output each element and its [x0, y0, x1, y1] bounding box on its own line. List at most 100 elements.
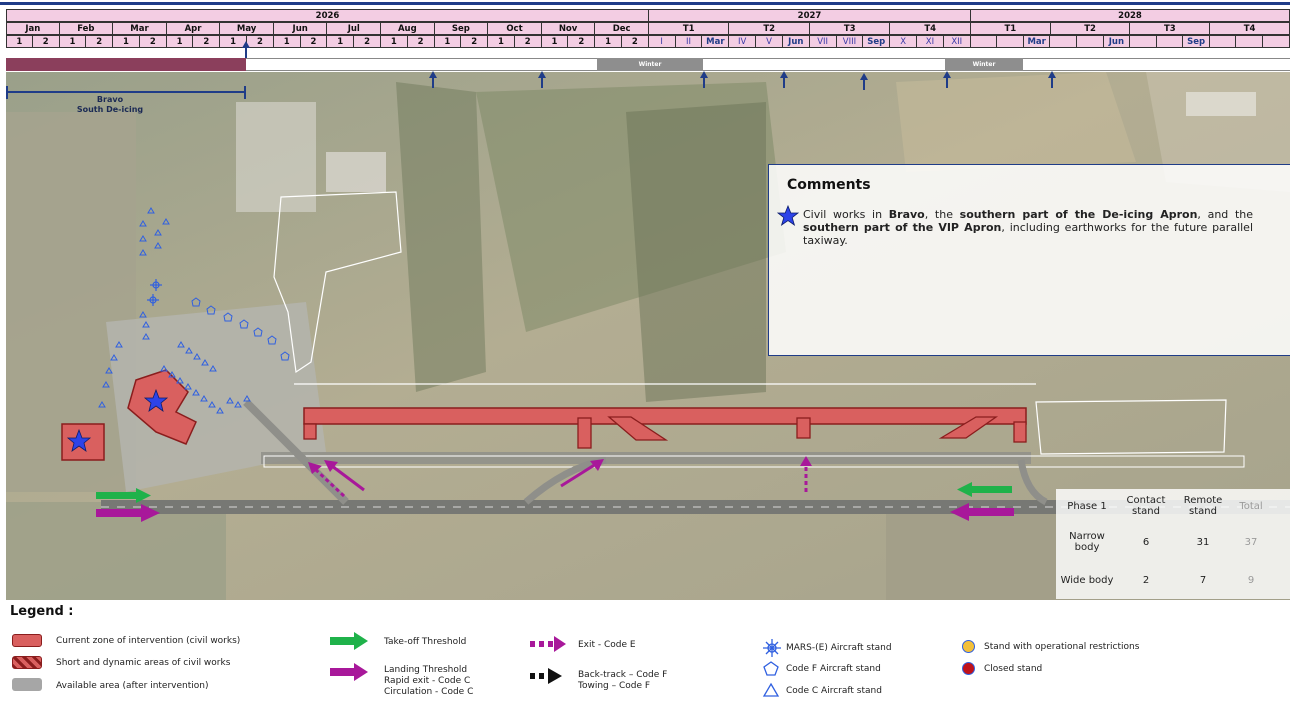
legend-title: Legend : — [10, 604, 74, 619]
table-cell-total: 37 — [1244, 536, 1258, 548]
month-2026-jun: Jun — [273, 22, 328, 35]
half-2: 2 — [32, 35, 60, 48]
top-rule — [0, 2, 1290, 5]
quarter-2027-t4: T4 — [890, 22, 971, 35]
milestone-arrows — [242, 41, 1056, 90]
half-1: 1 — [220, 35, 248, 48]
legend-mars: MARS-(E) Aircraft stand — [786, 643, 892, 653]
quarter-2028-t1: T1 — [970, 22, 1051, 35]
month-2027-i: I — [648, 35, 676, 48]
restricted-stand-icon — [962, 640, 975, 653]
table-cell-contact: 2 — [1142, 574, 1150, 586]
month-2027-x: X — [890, 35, 918, 48]
civil-works-stub — [1013, 421, 1027, 443]
legend-short-dynamic: Short and dynamic areas of civil works — [56, 658, 231, 668]
half-1: 1 — [6, 35, 33, 48]
month-2028-slot — [1130, 35, 1157, 48]
legend-code-f: Code F Aircraft stand — [786, 664, 881, 674]
month-2026-jul: Jul — [327, 22, 382, 35]
legend-landing: Landing Threshold Rapid exit - Code C Ci… — [384, 665, 473, 698]
half-1: 1 — [595, 35, 622, 48]
takeoff-arrow-east — [957, 482, 1012, 497]
month-2027-sep: Sep — [863, 35, 891, 48]
comments-text-bold: Bravo — [888, 208, 925, 221]
legend-takeoff: Take-off Threshold — [384, 637, 467, 647]
half-2: 2 — [514, 35, 542, 48]
civil-works-parallel-taxiway — [303, 407, 1027, 425]
quarter-2027-t2: T2 — [729, 22, 810, 35]
table-header-contact: Contact stand — [1126, 495, 1166, 517]
legend-swatch-available — [12, 678, 42, 691]
half-1: 1 — [380, 35, 408, 48]
winter-bar-2026: Winter — [597, 58, 703, 71]
month-2027-iv: IV — [729, 35, 757, 48]
month-2026-dec: Dec — [595, 22, 649, 35]
quarter-2028-t3: T3 — [1130, 22, 1211, 35]
legend-backtrack-line1: Back-track – Code F — [578, 670, 668, 680]
month-2028-slot — [1263, 35, 1290, 48]
year-2027: 2027 — [649, 9, 971, 22]
closed-stand-icon — [962, 662, 975, 675]
legend-backtrack-arrow-icon — [530, 668, 562, 684]
table-cell-remote: 31 — [1196, 536, 1210, 548]
connector-taxiway — [243, 399, 349, 505]
half-1: 1 — [434, 35, 462, 48]
star-icon — [66, 428, 92, 452]
landing-arrow-west — [96, 504, 160, 522]
half-1: 1 — [113, 35, 140, 48]
month-2026-may: May — [220, 22, 274, 35]
star-icon — [143, 388, 169, 412]
civil-works-stub — [577, 417, 592, 449]
month-2026-nov: Nov — [541, 22, 596, 35]
year-2026: 2026 — [6, 9, 649, 22]
table-cell-total: 9 — [1247, 574, 1255, 586]
quarter-2027-t1: T1 — [648, 22, 730, 35]
legend-takeoff-arrow-icon — [330, 632, 368, 650]
half-2: 2 — [354, 35, 381, 48]
month-2028-sep: Sep — [1183, 35, 1210, 48]
half-2: 2 — [621, 35, 649, 48]
comments-text-bold: southern part of the De-icing Apron — [959, 208, 1198, 221]
month-2027-ii: II — [675, 35, 703, 48]
half-2: 2 — [139, 35, 167, 48]
half-1: 1 — [541, 35, 569, 48]
taxiway-parallel — [261, 452, 1031, 464]
comments-text-part: , and the — [1197, 208, 1253, 221]
connector-east — [1017, 459, 1048, 506]
legend-backtrack-line2: Towing – Code F — [578, 681, 651, 691]
month-2027-xii: XII — [943, 35, 971, 48]
month-2028-jun: Jun — [1103, 35, 1131, 48]
comments-text: Civil works in Bravo, the southern part … — [803, 208, 1253, 247]
legend-backtrack: Back-track – Code F Towing – Code F — [578, 670, 667, 692]
legend-available: Available area (after intervention) — [56, 681, 209, 691]
mars-stand-icon — [763, 639, 781, 657]
phase-bar-bravo — [6, 58, 246, 71]
month-2028-slot — [1236, 35, 1264, 48]
half-1: 1 — [166, 35, 194, 48]
town-southwest — [6, 502, 226, 600]
winter-bar-2027: Winter — [945, 58, 1023, 71]
quarter-2027-t3: T3 — [809, 22, 891, 35]
month-2026-aug: Aug — [381, 22, 435, 35]
star-icon — [777, 205, 799, 226]
mars-stands — [147, 279, 162, 306]
table-header-phase: Phase 1 — [1067, 500, 1107, 512]
phase-label: Bravo South De-icing — [60, 95, 160, 115]
taxiway-outline — [263, 455, 1245, 468]
month-2026-apr: Apr — [166, 22, 221, 35]
half-2: 2 — [568, 35, 596, 48]
month-2027-vii: VII — [809, 35, 837, 48]
legend-landing-line2: Rapid exit - Code C — [384, 676, 471, 686]
table-row-label: Narrow body — [1069, 531, 1105, 553]
legend-landing-line3: Circulation - Code C — [384, 687, 474, 697]
half-2: 2 — [86, 35, 114, 48]
comments-box: Comments Civil works in Bravo, the south… — [768, 164, 1290, 356]
comments-text-part: , including earthworks for the future pa… — [803, 221, 1254, 247]
quarter-2028-t4: T4 — [1210, 22, 1290, 35]
field-patch — [626, 102, 766, 402]
month-2028-slot — [1156, 35, 1184, 48]
month-2027-mar: Mar — [702, 35, 730, 48]
